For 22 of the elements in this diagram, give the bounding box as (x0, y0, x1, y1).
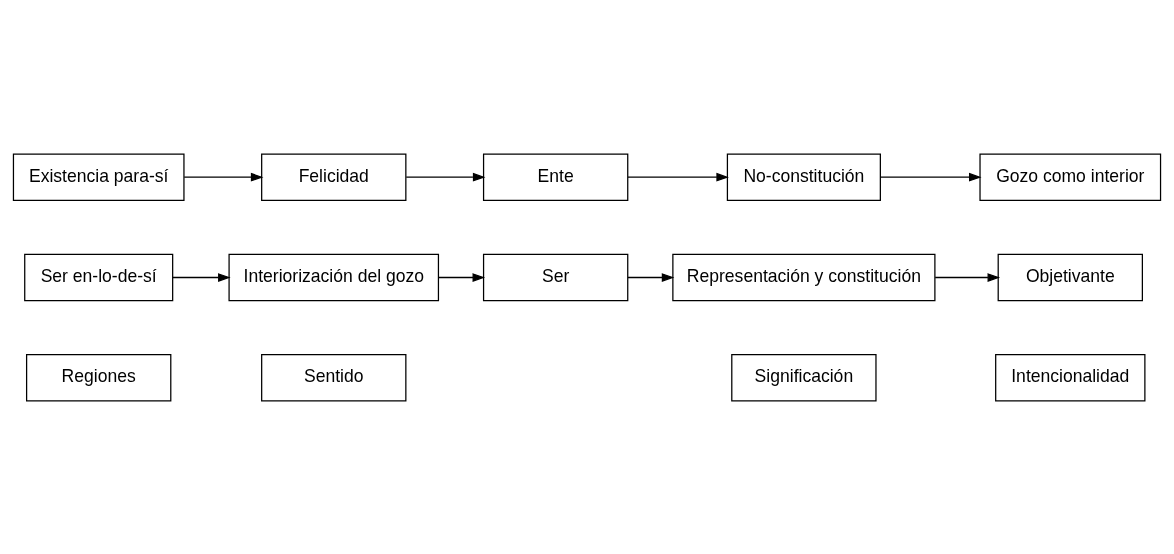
arrow (879, 172, 982, 182)
node-box: Interiorización del gozo (228, 253, 440, 301)
node-box: Existencia para-sí (12, 152, 185, 201)
node-box: Objetivante (997, 253, 1143, 301)
node-box: Representación y constitución (672, 253, 936, 301)
node-box: Ser en-lo-de-sí (24, 253, 174, 301)
arrow (172, 272, 231, 282)
arrow (437, 272, 486, 282)
node-box: No-constitución (726, 152, 881, 201)
node-box: Intencionalidad (995, 353, 1146, 402)
node-box: Ser (482, 253, 629, 301)
arrow (627, 172, 729, 182)
arrow (934, 272, 1001, 282)
node-box: Felicidad (261, 152, 407, 201)
node-box: Ente (482, 152, 629, 201)
arrow (627, 272, 675, 282)
node-box: Regiones (26, 353, 172, 402)
node-box: Significación (731, 353, 877, 402)
arrow (405, 172, 486, 182)
node-box: Gozo como interior (979, 152, 1162, 201)
node-box: Sentido (261, 353, 407, 402)
arrow (183, 172, 264, 182)
